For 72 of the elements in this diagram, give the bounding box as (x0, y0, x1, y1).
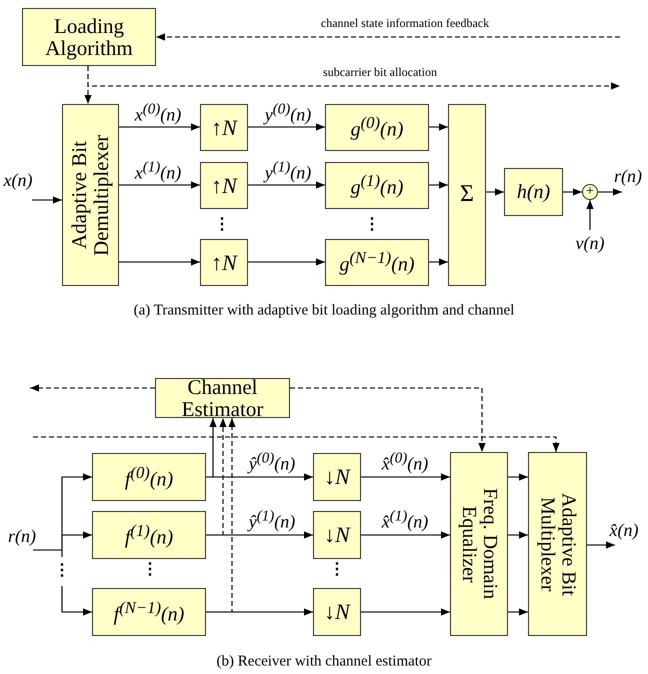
arrow (156, 33, 620, 41)
arrow (32, 196, 62, 204)
figure-caption: (a) Transmitter with adaptive bit loading algorithm and channel (132, 304, 516, 318)
arrow (206, 473, 313, 481)
arrow (248, 258, 325, 266)
arrow (84, 66, 92, 104)
ellipsis-dots: ⋮ (53, 563, 71, 579)
ellipsis-dots: ⋮ (363, 217, 381, 233)
process-box: g$^{(0)}$(n) (325, 104, 429, 151)
arrow (563, 188, 582, 196)
edge-label: x̂$^{(0)}$(n) (380, 452, 430, 472)
figure-caption: (b) Receiver with channel estimator (216, 654, 432, 670)
edge-label: x̂$^{(1)}$(n) (380, 510, 430, 530)
process-box: f$^{(N−1)}$(n) (92, 588, 206, 636)
process-box: ↓N (313, 511, 361, 559)
process-box: g$^{(N−1)}$(n) (325, 239, 429, 286)
arrow (361, 608, 450, 616)
arrow (32, 549, 93, 616)
process-box: ↑N (200, 239, 248, 286)
edge-label: x(n) (2, 171, 34, 189)
edge-label: ŷ$^{(1)}$(n) (248, 510, 296, 530)
process-box: Loading Algorithm (22, 8, 156, 66)
edge-label: x̂(n) (608, 521, 640, 539)
process-box: f$^{(1)}$(n) (92, 511, 206, 559)
arrow (119, 123, 200, 131)
arrow (486, 188, 504, 196)
process-box: ↑N (200, 162, 248, 209)
process-box: ↑N (200, 104, 248, 151)
ellipsis-dots: ⋮ (328, 562, 346, 578)
arrow (206, 531, 313, 539)
process-box: Adaptive Bit Demultiplexer (62, 104, 119, 286)
adder-circle: + (582, 184, 598, 200)
edge-label: x$^{(1)}$(n) (134, 160, 182, 182)
arrow (290, 387, 486, 452)
arrow (508, 531, 528, 539)
arrow (361, 473, 450, 481)
arrow (508, 473, 528, 481)
process-box: Adaptive Bit Multiplexer (528, 452, 587, 636)
arrow (429, 123, 448, 131)
arrow (361, 531, 450, 539)
ellipsis-dots: ⋮ (213, 217, 231, 233)
edge-label: subcarrier bit allocation (322, 66, 438, 78)
process-box: f$^{(0)}$(n) (92, 453, 206, 501)
edge-label: r(n) (613, 167, 643, 185)
arrow (598, 188, 622, 196)
process-box: h(n) (504, 168, 563, 216)
arrow (429, 181, 448, 189)
process-box: g$^{(1)}$(n) (325, 162, 429, 209)
edge-label: v(n) (574, 234, 606, 252)
arrow (206, 608, 313, 616)
arrow (429, 258, 448, 266)
process-box: ↓N (313, 588, 361, 636)
arrow (248, 123, 325, 131)
edge-label: r(n) (7, 527, 37, 545)
edge-label: channel state information feedback (320, 17, 490, 29)
arrow (586, 200, 594, 230)
process-box: Channel Estimator (155, 378, 290, 418)
arrow (248, 181, 325, 189)
arrow (119, 258, 200, 266)
arrow (33, 436, 560, 452)
arrow (587, 541, 615, 549)
process-box: ↓N (313, 453, 361, 501)
edge-label: y$^{(1)}$(n) (264, 160, 312, 182)
process-box: Freq. Domain Equalizer (450, 452, 508, 636)
process-box: Σ (448, 104, 486, 286)
ellipsis-dots: ⋮ (141, 562, 159, 578)
edge-label: y$^{(0)}$(n) (264, 102, 312, 124)
arrow (508, 608, 528, 616)
arrow (119, 181, 200, 189)
edge-label: ŷ$^{(0)}$(n) (248, 452, 296, 472)
edge-label: x$^{(0)}$(n) (134, 102, 182, 124)
arrow (30, 384, 155, 392)
